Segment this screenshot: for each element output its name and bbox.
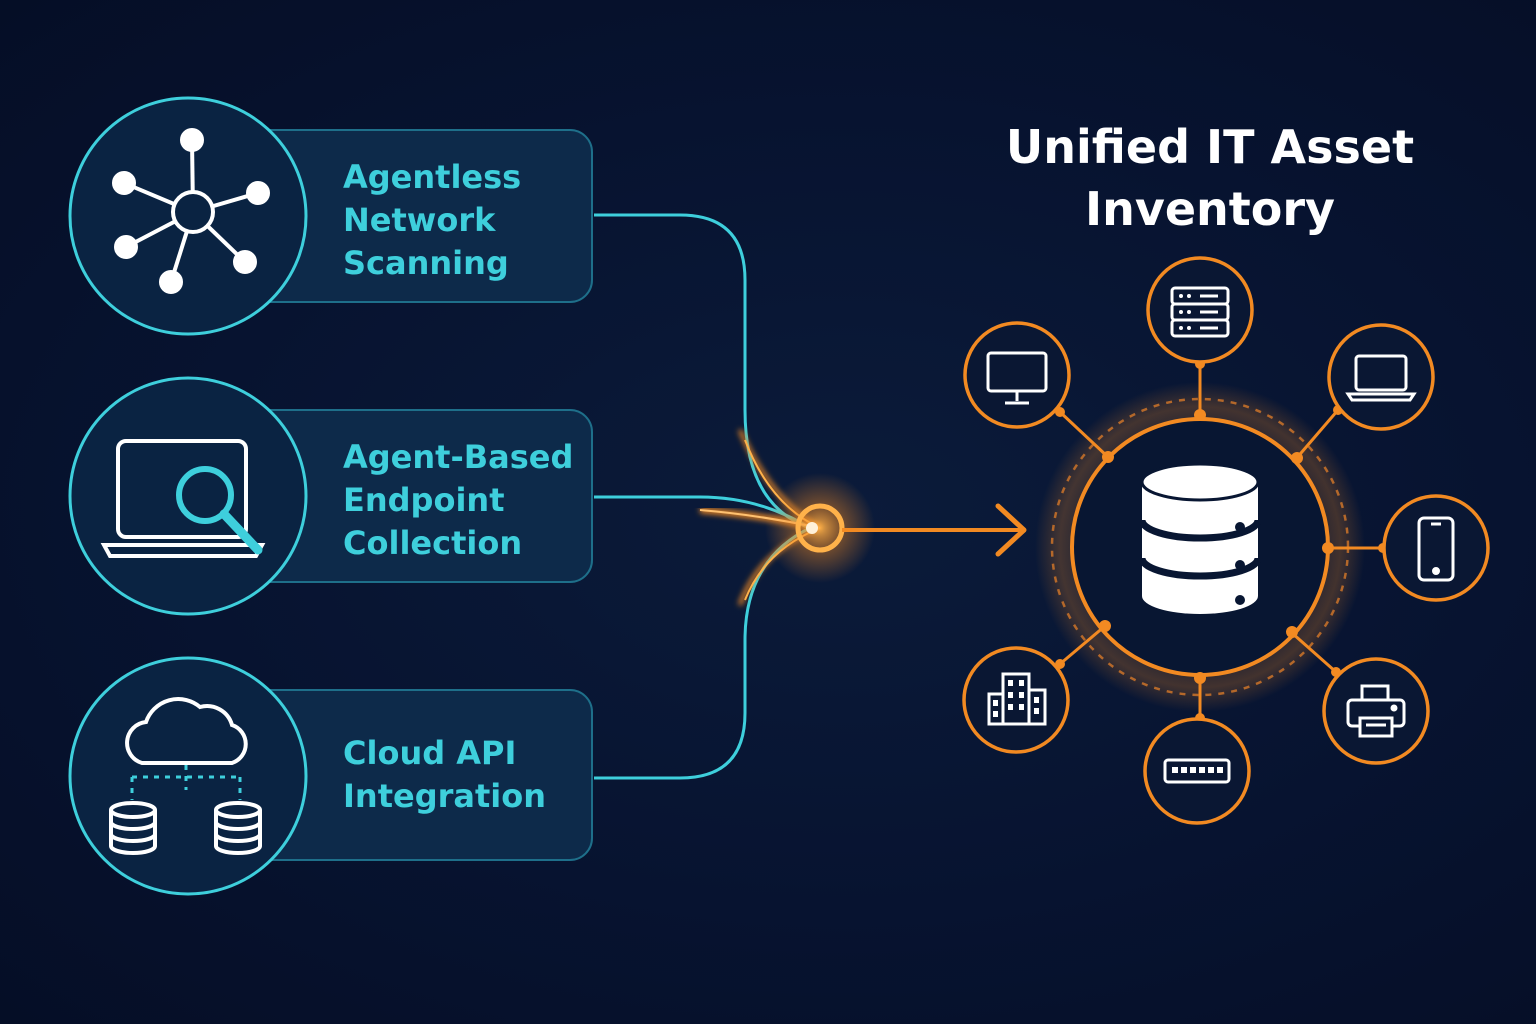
source-label-cloud: Cloud API Integration [343,732,546,818]
source-label-line: Scanning [343,244,509,282]
network-hub-icon [112,128,270,294]
laptop-icon [1345,354,1417,402]
asset-node-laptop [1327,323,1435,431]
asset-node-phone [1382,494,1490,602]
source-label-line: Agentless [343,158,522,196]
arrow-to-inventory [842,503,1027,557]
asset-node-printer [1322,657,1430,765]
building-icon [987,672,1047,726]
source-label-network: Agentless Network Scanning [343,156,521,285]
laptop-search-icon [100,439,266,558]
title-line: Inventory [1084,182,1336,236]
server-rack-icon [1170,286,1230,338]
printer-icon [1346,684,1406,738]
asset-node-server [1146,256,1254,364]
source-card-cloud [68,656,593,896]
network-switch-icon [1163,758,1231,784]
asset-node-switch [1143,717,1251,825]
diagram-title: Unified IT Asset Inventory [960,116,1460,240]
title-line: Unified IT Asset [1005,120,1415,174]
asset-node-desktop [963,321,1071,429]
smartphone-icon [1417,516,1455,582]
source-label-line: Integration [343,777,546,815]
asset-node-building [962,646,1070,754]
source-label-line: Agent-Based [343,438,574,476]
source-label-line: Cloud API [343,734,517,772]
source-label-endpoint: Agent-Based Endpoint Collection [343,436,573,565]
database-icon [1138,462,1262,614]
cloud-databases-icon [109,697,262,855]
merge-node [765,473,875,583]
source-label-line: Collection [343,524,523,562]
source-label-line: Network [343,201,496,239]
desktop-monitor-icon [986,351,1048,405]
source-label-line: Endpoint [343,481,505,519]
